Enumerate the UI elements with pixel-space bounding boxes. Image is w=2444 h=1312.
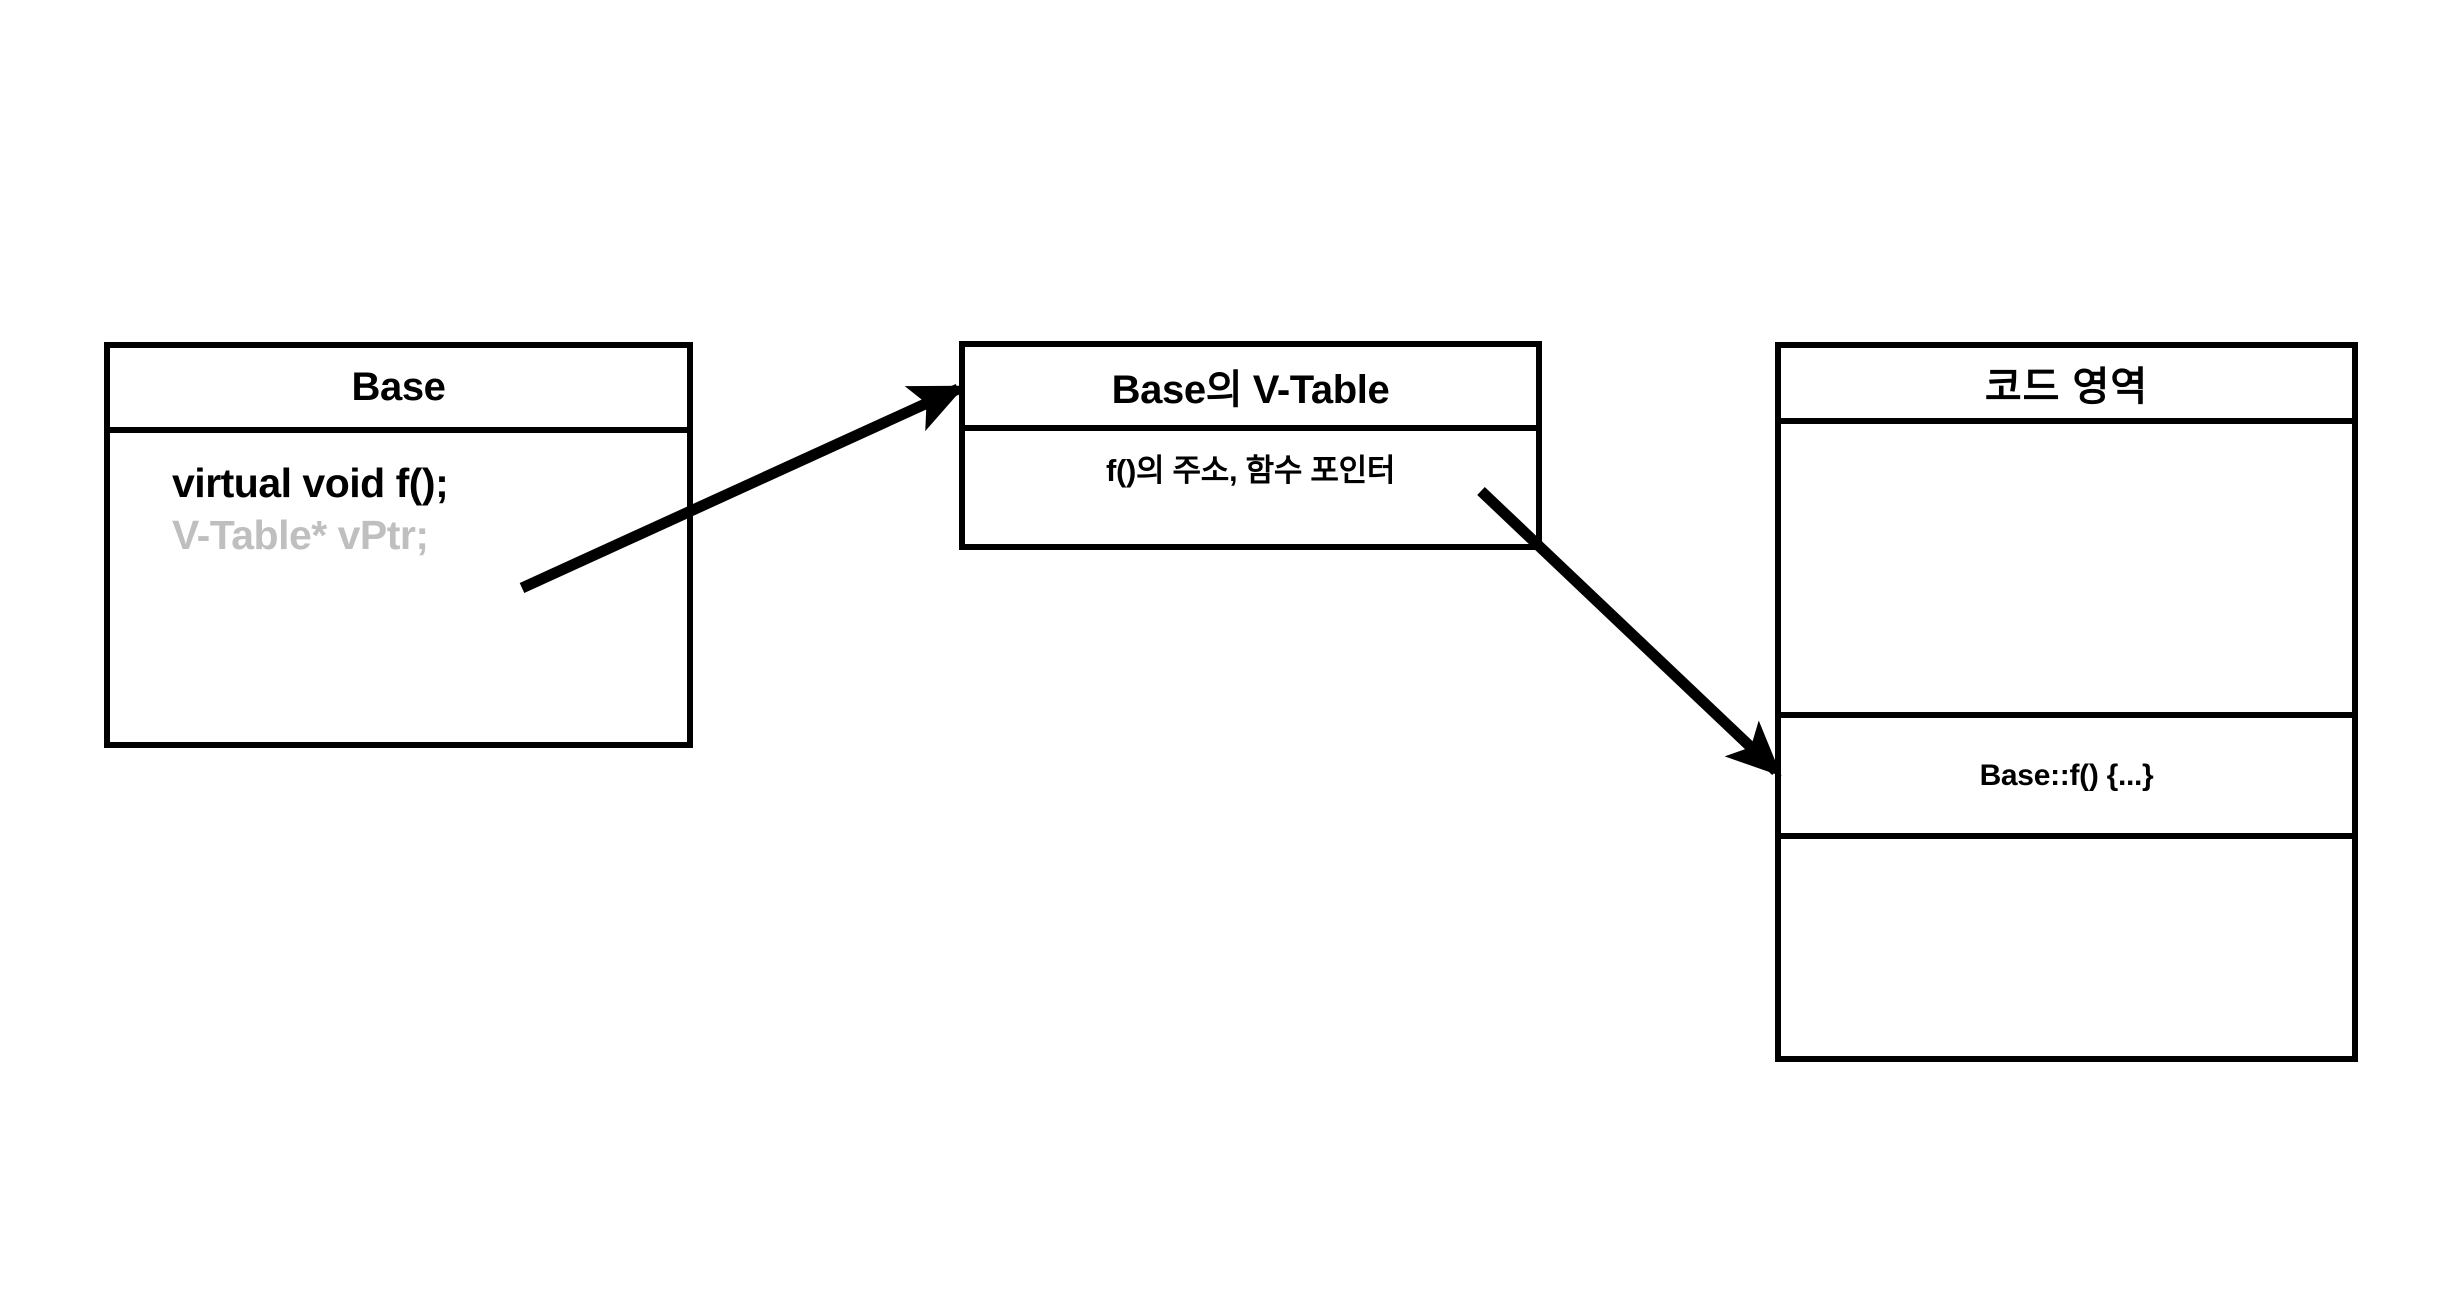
vtable-header: Base의 V-Table	[965, 347, 1536, 431]
base-class-box: Base virtual void f(); V-Table* vPtr;	[104, 342, 693, 748]
base-class-members: virtual void f(); V-Table* vPtr;	[110, 433, 687, 742]
code-area-row-empty-bottom	[1781, 839, 2352, 1056]
code-area-row-base-f: Base::f() {...}	[1781, 718, 2352, 839]
code-area-row-empty-top	[1781, 424, 2352, 718]
vtable-entries: f()의 주소, 함수 포인터	[965, 431, 1536, 544]
base-member-virtual-f: virtual void f();	[172, 460, 449, 506]
base-class-header: Base	[110, 348, 687, 433]
vtable-entry-f-address: f()의 주소, 함수 포인터	[1105, 453, 1396, 488]
code-area-rows: Base::f() {...}	[1781, 424, 2352, 1056]
code-area-box: 코드 영역 Base::f() {...}	[1775, 342, 2358, 1062]
vtable-box: Base의 V-Table f()의 주소, 함수 포인터	[959, 341, 1542, 550]
code-area-header: 코드 영역	[1781, 348, 2352, 424]
base-member-vptr: V-Table* vPtr;	[172, 512, 429, 559]
